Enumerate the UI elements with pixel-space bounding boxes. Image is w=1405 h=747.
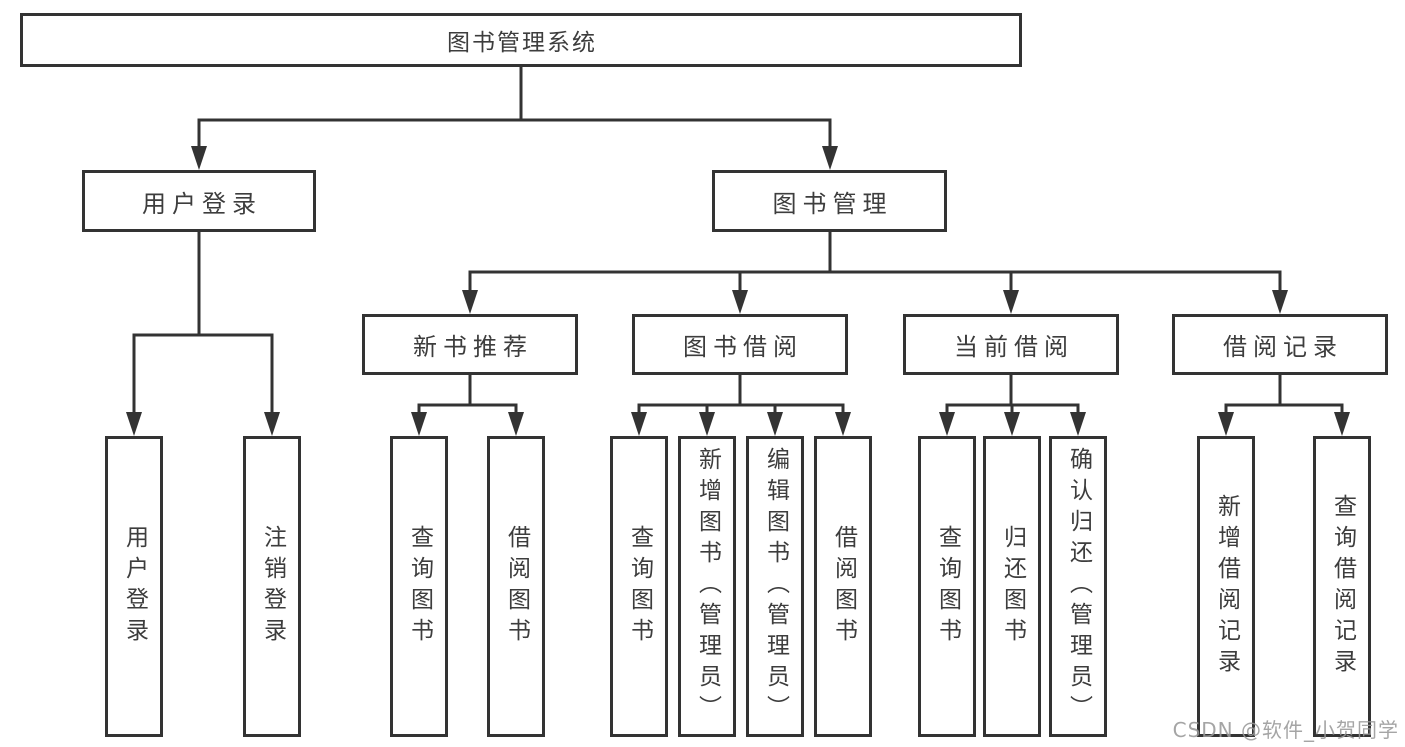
leaf-query-book-borrowing-label: 查询图书 [626,524,653,649]
node-current-borrowing: 当前借阅 [903,314,1119,375]
leaf-add-borrow-record-label: 新增借阅记录 [1213,493,1240,680]
leaf-add-borrow-record: 新增借阅记录 [1197,436,1255,737]
leaf-query-book-current-label: 查询图书 [934,524,961,649]
node-root-label: 图书管理系统 [447,30,597,56]
leaf-query-borrow-record-label: 查询借阅记录 [1329,493,1356,680]
node-root: 图书管理系统 [20,13,1022,67]
node-book-borrowing: 图书借阅 [632,314,848,375]
leaf-logout-label: 注销登录 [259,524,286,649]
leaf-query-book-recommend-label: 查询图书 [406,524,433,649]
leaf-query-book-recommend: 查询图书 [390,436,448,737]
node-borrow-records: 借阅记录 [1172,314,1388,375]
node-book-borrowing-label: 图书借阅 [683,333,803,361]
leaf-user-login: 用户登录 [105,436,163,737]
leaf-borrow-book: 借阅图书 [814,436,872,737]
leaf-logout: 注销登录 [243,436,301,737]
leaf-confirm-return-admin-label: 确认归还（管理员） [1065,447,1092,726]
leaf-edit-book-admin: 编辑图书（管理员） [746,436,804,737]
leaf-borrow-book-label: 借阅图书 [830,524,857,649]
leaf-user-login-label: 用户登录 [121,524,148,649]
node-borrow-records-label: 借阅记录 [1223,333,1343,361]
node-book-management: 图书管理 [712,170,947,232]
leaf-return-book: 归还图书 [983,436,1041,737]
node-user-login-label: 用户登录 [142,189,262,218]
watermark: CSDN @软件_小贺同学 [1172,718,1399,742]
leaf-edit-book-admin-label: 编辑图书（管理员） [762,447,789,726]
node-user-login: 用户登录 [82,170,316,232]
leaf-query-borrow-record: 查询借阅记录 [1313,436,1371,737]
node-book-management-label: 图书管理 [772,189,893,218]
node-new-book-recommend-label: 新书推荐 [413,333,533,361]
leaf-borrow-book-recommend: 借阅图书 [487,436,545,737]
leaf-query-book-borrowing: 查询图书 [610,436,668,737]
leaf-query-book-current: 查询图书 [918,436,976,737]
leaf-return-book-label: 归还图书 [999,524,1026,649]
leaf-confirm-return-admin: 确认归还（管理员） [1049,436,1107,737]
node-new-book-recommend: 新书推荐 [362,314,578,375]
leaf-add-book-admin-label: 新增图书（管理员） [694,447,721,726]
leaf-add-book-admin: 新增图书（管理员） [678,436,736,737]
node-current-borrowing-label: 当前借阅 [954,333,1074,361]
leaf-borrow-book-recommend-label: 借阅图书 [503,524,530,649]
